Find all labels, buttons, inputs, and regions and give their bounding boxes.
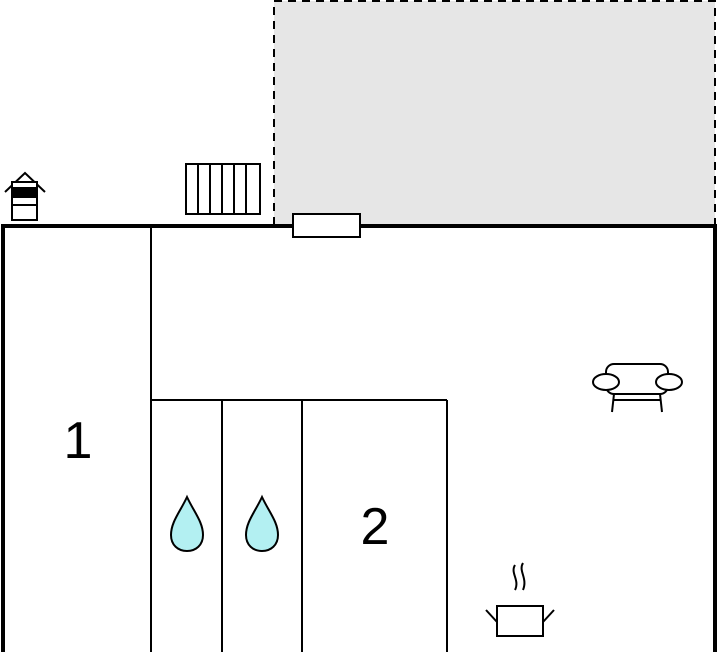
terrace-area	[273, 0, 716, 226]
room-label-2: 2	[361, 498, 390, 556]
interior-walls	[150, 226, 448, 652]
outer-wall	[1, 224, 717, 652]
fence-icon	[185, 163, 261, 215]
cooking-pot-icon	[485, 562, 555, 637]
birdhouse-icon	[4, 171, 46, 221]
sofa-icon	[592, 363, 683, 413]
water-drop-icon	[244, 494, 280, 553]
water-drop-icon	[169, 494, 205, 553]
room-label-1: 1	[64, 412, 93, 470]
entrance-door-icon	[292, 213, 361, 238]
